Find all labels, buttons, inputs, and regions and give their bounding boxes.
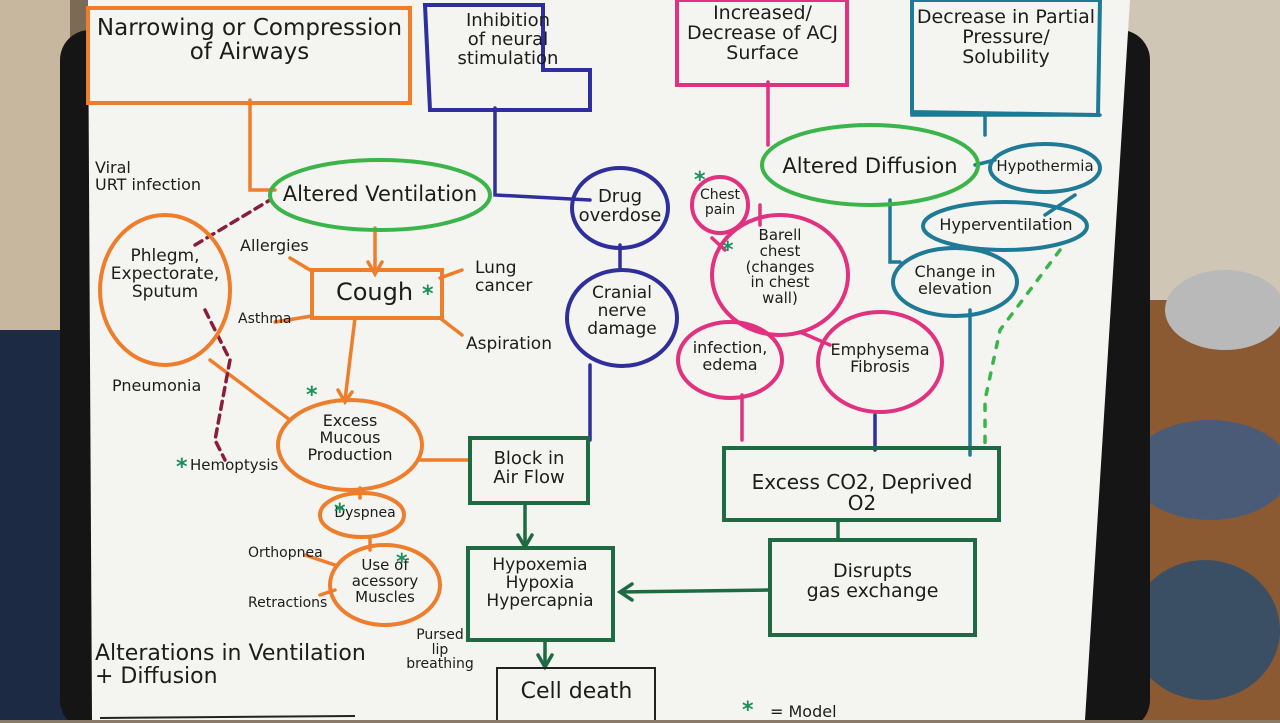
node-accessory: Use of acessory Muscles: [351, 556, 419, 606]
box-acj-surface: [675, 0, 849, 87]
asterisk-icon-legend: *: [742, 698, 754, 723]
title-underline: [99, 715, 356, 719]
node-dyspnea: Dyspnea: [334, 505, 396, 521]
box-disrupts-gas: [768, 538, 977, 637]
ellipse-hyperventilation: [921, 200, 1089, 252]
ellipse-dyspnea: [318, 491, 406, 539]
asterisk-icon-dyspnea: *: [334, 500, 346, 525]
node-drug-overdose: Drug overdose: [578, 186, 662, 226]
node-chest-pain: Chest pain: [699, 187, 741, 218]
node-cough: Cough: [335, 278, 414, 306]
label-pursed-lip: Pursed lip breathing: [406, 627, 474, 673]
node-acj-surface: Increased/ Decrease of ACJ Surface: [686, 2, 838, 64]
ellipse-accessory: [328, 543, 442, 627]
ellipse-altered-diffusion: [760, 123, 980, 207]
box-excess-co2: [722, 446, 1001, 522]
node-cell-death: Cell death: [520, 679, 633, 704]
node-phlegm: Phlegm, Expectorate, Sputum: [110, 246, 220, 302]
label-orthopnea: Orthopnea: [248, 545, 323, 561]
node-cranial: Cranial nerve damage: [587, 283, 657, 339]
ellipse-hypothermia: [988, 142, 1102, 194]
node-barrel-chest: Barell chest (changes in chest wall): [745, 226, 815, 307]
node-emphysema: Emphysema Fibrosis: [830, 340, 930, 376]
label-retractions: Retractions: [248, 595, 328, 611]
node-block-airflow: Block in Air Flow: [493, 448, 565, 488]
ellipse-barrel-chest: [710, 213, 850, 337]
node-inhibition: Inhibition of neural stimulation: [457, 10, 559, 69]
ellipse-chest-pain: [690, 175, 750, 235]
node-excess-co2: Excess CO2, Deprived O2: [751, 470, 973, 515]
box-cough: [310, 268, 444, 320]
label-hemoptysis: Hemoptysis: [190, 456, 279, 474]
box-hypoxemia: [466, 546, 615, 642]
node-disrupts-gas: Disrupts gas exchange: [806, 560, 939, 602]
ellipse-infection: [676, 320, 784, 400]
label-lung-cancer: Lung cancer: [475, 258, 533, 296]
node-excess-mucous: Excess Mucous Production: [307, 411, 393, 464]
ellipse-altered-ventilation: [268, 158, 492, 232]
box-block-airflow: [468, 436, 590, 505]
box-narrowing-airways: [86, 6, 412, 105]
left-shelf: [0, 0, 70, 380]
node-hypothermia: Hypothermia: [996, 157, 1094, 175]
ellipse-phlegm: [98, 213, 232, 367]
node-hypoxemia: Hypoxemia Hypoxia Hypercapnia: [486, 555, 594, 611]
node-altered-diffusion: Altered Diffusion: [782, 154, 958, 178]
box-inhibition: [422, 3, 592, 112]
label-pneumonia: Pneumonia: [112, 376, 202, 395]
shoe-icon-3: [1130, 560, 1280, 700]
label-viral-urt: Viral URT infection: [95, 158, 202, 194]
ellipse-elevation: [891, 246, 1019, 318]
node-hyperventilation: Hyperventilation: [939, 215, 1073, 234]
ellipse-excess-mucous: [276, 398, 424, 492]
asterisk-icon-mucous: *: [306, 383, 318, 408]
node-narrowing-airways: Narrowing or Compression of Airways: [96, 15, 403, 66]
node-partial-pressure: Decrease in Partial Pressure/ Solubility: [916, 6, 1096, 68]
box-cell-death: [496, 667, 656, 720]
shoe-icon: [1165, 270, 1280, 350]
label-aspiration: Aspiration: [466, 334, 552, 354]
shoe-icon-2: [1130, 420, 1280, 520]
label-allergies: Allergies: [240, 236, 309, 255]
node-infection: infection, edema: [692, 338, 768, 374]
label-asthma: Asthma: [238, 311, 292, 327]
node-altered-ventilation: Altered Ventilation: [282, 182, 478, 206]
asterisk-icon-accessory: *: [396, 550, 408, 575]
ellipse-drug-overdose: [570, 166, 670, 250]
page-title: Alterations in Ventilation + Diffusion: [95, 641, 366, 690]
box-partial-pressure: [910, 0, 1103, 118]
ellipse-emphysema: [816, 310, 944, 414]
asterisk-icon-hemoptysis: *: [176, 455, 188, 480]
node-elevation: Change in elevation: [914, 262, 996, 298]
ellipse-cranial: [565, 268, 679, 368]
legend-model: = Model: [770, 702, 837, 721]
asterisk-icon-barrel: *: [722, 238, 734, 263]
asterisk-icon-cough: *: [422, 282, 434, 307]
asterisk-icon-chest-pain: *: [694, 168, 706, 193]
